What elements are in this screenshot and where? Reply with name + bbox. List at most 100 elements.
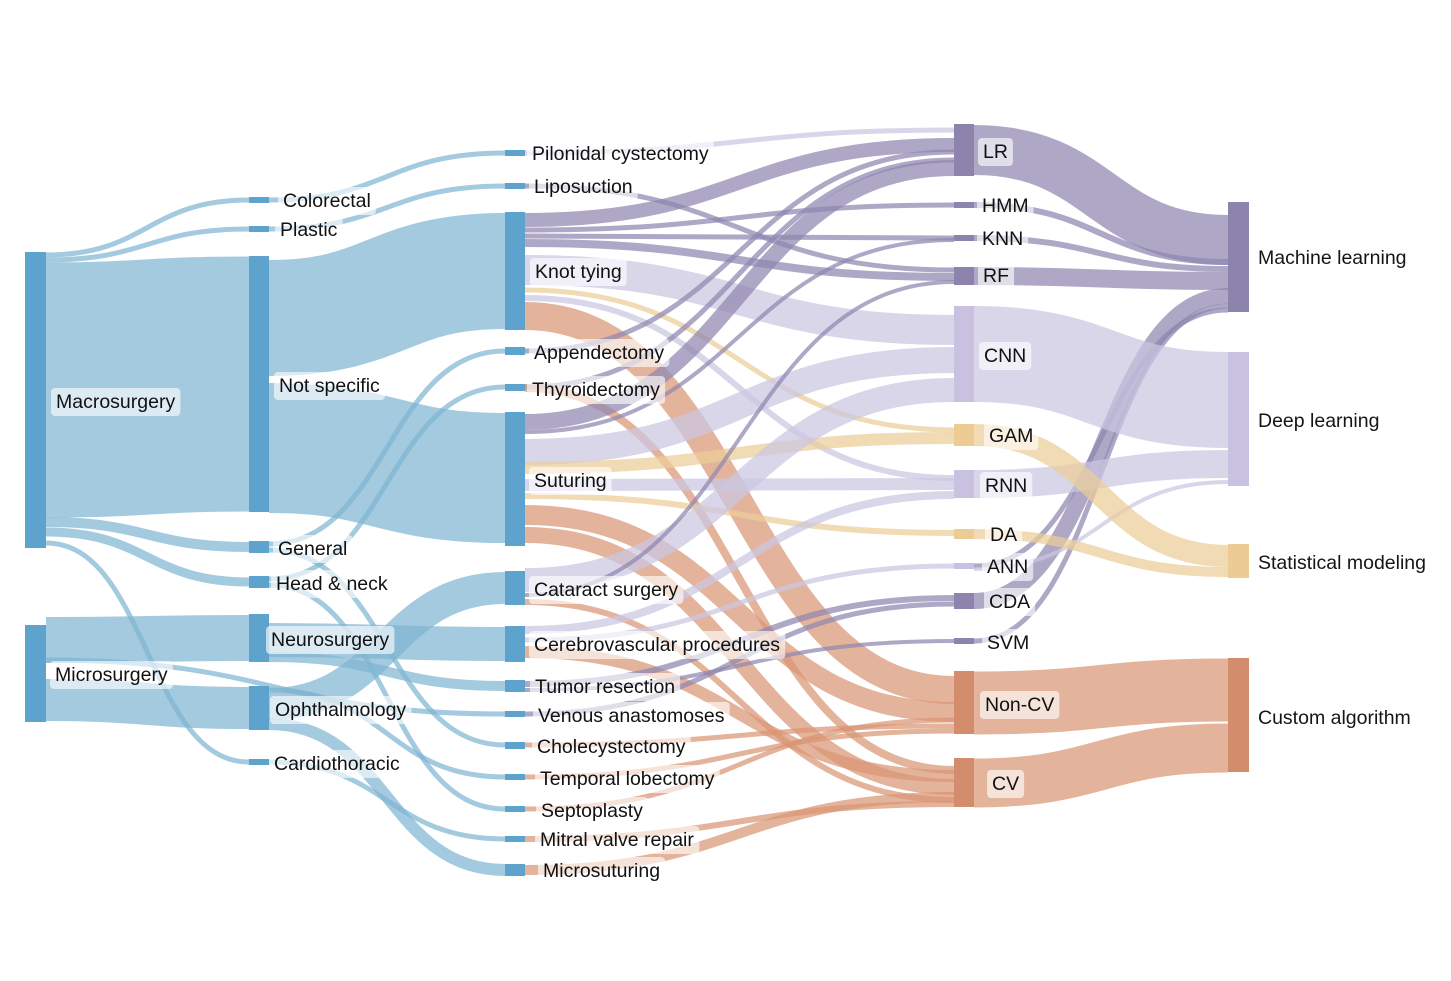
node-lr[interactable] [954, 124, 974, 176]
label-text-rnn: RNN [985, 475, 1027, 497]
label-plastic: Plastic [275, 216, 343, 244]
link-knot_tying-to-gam [524, 287, 955, 433]
link-knot_tying-to-noncv [524, 302, 955, 704]
node-temporal[interactable] [505, 774, 525, 780]
node-cataract[interactable] [505, 571, 525, 605]
label-knot_tying: Knot tying [530, 258, 627, 286]
node-ophthalmology[interactable] [249, 686, 269, 730]
link-general-to-appendectomy [268, 348, 506, 547]
link-ophthalmology-to-microsuturing [268, 718, 506, 876]
node-suturing[interactable] [505, 412, 525, 546]
label-knn: KNN [977, 225, 1029, 253]
label-head_neck: Head & neck [271, 570, 393, 598]
node-thyroidectomy[interactable] [505, 384, 525, 391]
link-suturing-to-knn [524, 238, 955, 434]
label-text-venous: Venous anastomoses [538, 705, 725, 727]
node-dl[interactable] [1228, 352, 1249, 486]
sankey-labels: MacrosurgeryMicrosurgeryColorectalPlasti… [50, 138, 1426, 885]
link-microsurgery-to-neurosurgery [45, 615, 250, 663]
node-head_neck[interactable] [249, 576, 269, 588]
node-plastic[interactable] [249, 226, 269, 232]
node-general[interactable] [249, 541, 269, 553]
node-da[interactable] [954, 529, 974, 539]
node-pilonidal[interactable] [505, 150, 525, 156]
node-tumor[interactable] [505, 680, 525, 692]
label-bg-lr [978, 138, 1013, 166]
label-cardiothoracic: Cardiothoracic [269, 750, 405, 778]
node-microsurgery[interactable] [25, 625, 46, 722]
label-svm: SVM [982, 629, 1035, 657]
node-cv[interactable] [954, 758, 974, 807]
label-text-cnn: CNN [984, 345, 1026, 367]
node-noncv[interactable] [954, 671, 974, 734]
node-macrosurgery[interactable] [25, 252, 46, 548]
node-hmm[interactable] [954, 202, 974, 208]
label-text-cda: CDA [989, 591, 1030, 613]
label-gam: GAM [984, 422, 1039, 450]
link-suturing-to-lr [524, 160, 955, 430]
label-bg-tumor [530, 673, 681, 701]
node-knot_tying[interactable] [505, 212, 525, 330]
label-thyroidectomy: Thyroidectomy [527, 376, 666, 404]
label-text-gam: GAM [989, 425, 1033, 447]
label-bg-ann [982, 553, 1034, 581]
node-ml[interactable] [1228, 202, 1249, 312]
node-cholecystectomy[interactable] [505, 742, 525, 749]
node-gam[interactable] [954, 424, 974, 446]
node-cardiothoracic[interactable] [249, 759, 269, 765]
link-knot_tying-to-knn [524, 233, 955, 241]
node-ca[interactable] [1228, 658, 1249, 772]
label-bg-appendectomy [529, 339, 670, 367]
node-neurosurgery[interactable] [249, 614, 269, 662]
label-text-plastic: Plastic [280, 219, 338, 241]
link-cataract-to-cnn [524, 378, 955, 592]
link-suturing-to-noncv [524, 505, 955, 722]
link-ann-to-ml [973, 307, 1229, 569]
node-cda[interactable] [954, 593, 974, 609]
node-cnn[interactable] [954, 306, 974, 402]
node-sm[interactable] [1228, 544, 1249, 578]
link-macrosurgery-to-colorectal [45, 197, 250, 258]
label-septoplasty: Septoplasty [536, 797, 649, 825]
label-bg-cda [984, 588, 1036, 616]
label-text-cholecystectomy: Cholecystectomy [537, 736, 686, 758]
node-mitral[interactable] [505, 836, 525, 842]
node-cerebrovascular[interactable] [505, 626, 525, 662]
label-macrosurgery: Macrosurgery [51, 388, 181, 416]
label-bg-septoplasty [536, 797, 649, 825]
node-liposuction[interactable] [505, 183, 525, 189]
link-suturing-to-da [524, 493, 955, 536]
label-text-not_specific: Not specific [279, 375, 380, 397]
node-ann[interactable] [954, 563, 974, 569]
node-not_specific[interactable] [249, 256, 269, 512]
label-bg-temporal [535, 765, 720, 793]
label-colorectal: Colorectal [278, 187, 376, 215]
node-colorectal[interactable] [249, 197, 269, 203]
label-bg-cnn [979, 342, 1032, 370]
label-bg-hmm [977, 192, 1034, 220]
link-not_specific-to-knot_tying [267, 213, 507, 376]
node-microsuturing[interactable] [505, 864, 525, 876]
node-appendectomy[interactable] [505, 347, 525, 355]
label-cnn: CNN [979, 342, 1032, 370]
label-text-cataract: Cataract surgery [534, 579, 678, 601]
label-appendectomy: Appendectomy [529, 339, 670, 367]
node-knn[interactable] [954, 235, 974, 241]
node-rnn[interactable] [954, 470, 974, 498]
node-rf[interactable] [954, 267, 974, 285]
label-cv: CV [987, 770, 1025, 798]
label-bg-not_specific [274, 372, 386, 400]
label-hmm: HMM [977, 192, 1034, 220]
label-mitral: Mitral valve repair [535, 826, 700, 854]
node-svm[interactable] [954, 638, 974, 644]
label-neurosurgery: Neurosurgery [266, 626, 395, 654]
label-cataract: Cataract surgery [529, 576, 684, 604]
label-text-ann: ANN [987, 556, 1028, 578]
node-venous[interactable] [505, 711, 525, 717]
label-text-ca: Custom algorithm [1258, 707, 1411, 729]
link-knot_tying-to-lr [524, 138, 955, 227]
label-bg-gam [984, 422, 1039, 450]
label-cholecystectomy: Cholecystectomy [532, 733, 691, 761]
node-septoplasty[interactable] [505, 806, 525, 812]
link-macrosurgery-to-plastic [45, 226, 250, 263]
